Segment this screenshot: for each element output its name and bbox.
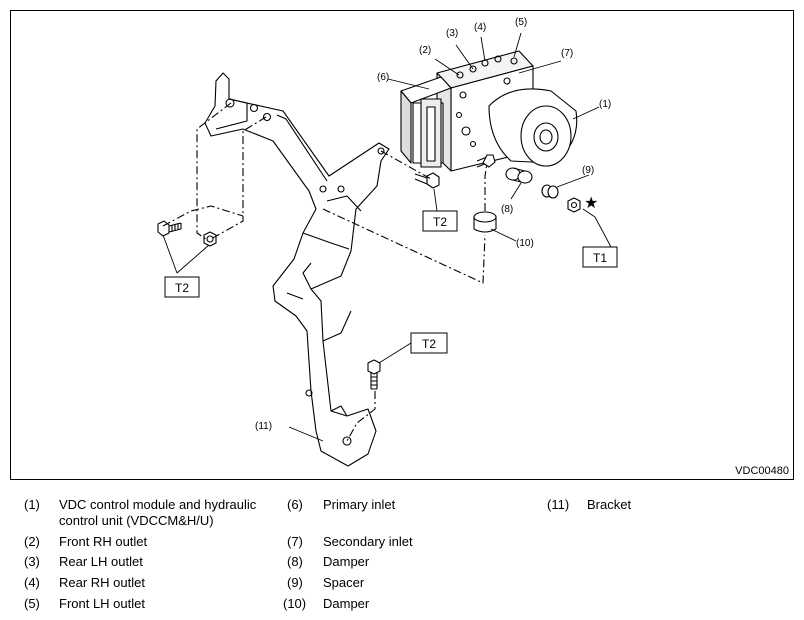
callout-4: (4) (474, 22, 486, 33)
legend-text: Rear LH outlet (59, 554, 143, 569)
legend-text: Primary inlet (323, 497, 396, 512)
legend-text: Bracket (587, 497, 632, 512)
torque-label-t2-center: T2 (433, 215, 447, 229)
torque-label-t2-left: T2 (175, 281, 189, 295)
callout-9: (9) (582, 165, 594, 176)
legend-number: (7) (287, 534, 303, 549)
bolt-unit-stud (476, 154, 496, 168)
legend-number: (11) (547, 497, 570, 512)
legend-text: Front LH outlet (59, 596, 145, 611)
figure-code: VDC00480 (735, 465, 789, 477)
legend-number: (10) (283, 596, 307, 611)
torque-boxes (164, 210, 618, 354)
legend-number: (3) (24, 554, 40, 569)
torque-label-t1: T1 (593, 251, 607, 265)
callout-2: (2) (419, 45, 431, 56)
damper-8 (505, 167, 533, 184)
callout-8: (8) (501, 204, 513, 215)
callout-6: (6) (377, 72, 389, 83)
legend-text: Front RH outlet (59, 534, 148, 549)
leader-lines (162, 32, 612, 442)
diagram-drawing: (1) (2) (3) (4) (5) (6) (7) (8) (9) (10)… (157, 17, 618, 467)
nut-left (203, 231, 217, 247)
callout-5: (5) (515, 17, 527, 28)
bolt-lower (367, 359, 381, 390)
legend-number: (4) (24, 575, 40, 590)
bolt-center (414, 172, 440, 189)
legend-text: Spacer (323, 575, 365, 590)
star-icon: ★ (584, 193, 598, 212)
legend-text: Secondary inlet (323, 534, 413, 549)
legend-text: VDC control module and hydraulic (59, 497, 257, 512)
bracket-outline (204, 72, 390, 467)
legend-number: (1) (24, 497, 40, 512)
torque-label-t2-lower: T2 (422, 337, 436, 351)
legend-number: (2) (24, 534, 40, 549)
callout-3: (3) (446, 28, 458, 39)
spacer-9 (541, 184, 559, 199)
legend-number: (8) (287, 554, 303, 569)
legend-text: Damper (323, 596, 370, 611)
callout-10: (10) (516, 238, 534, 249)
legend-number: (6) (287, 497, 303, 512)
legend-text: Damper (323, 554, 370, 569)
legend-number: (9) (287, 575, 303, 590)
callout-7: (7) (561, 48, 573, 59)
hydraulic-unit (400, 50, 578, 172)
damper-10 (473, 211, 497, 233)
legend-number: (5) (24, 596, 40, 611)
callout-1: (1) (599, 99, 611, 110)
callout-11: (11) (255, 421, 272, 432)
bolt-upper-left (157, 220, 182, 237)
exploded-diagram: (1) (2) (3) (4) (5) (6) (7) (8) (9) (10)… (10, 10, 794, 480)
alignment-lines (162, 102, 488, 442)
legend-text: Rear RH outlet (59, 575, 145, 590)
nut-t1 (567, 197, 581, 213)
parts-legend: (1) VDC control module and hydraulic con… (0, 493, 804, 620)
legend-text: control unit (VDCCM&H/U) (59, 513, 214, 528)
